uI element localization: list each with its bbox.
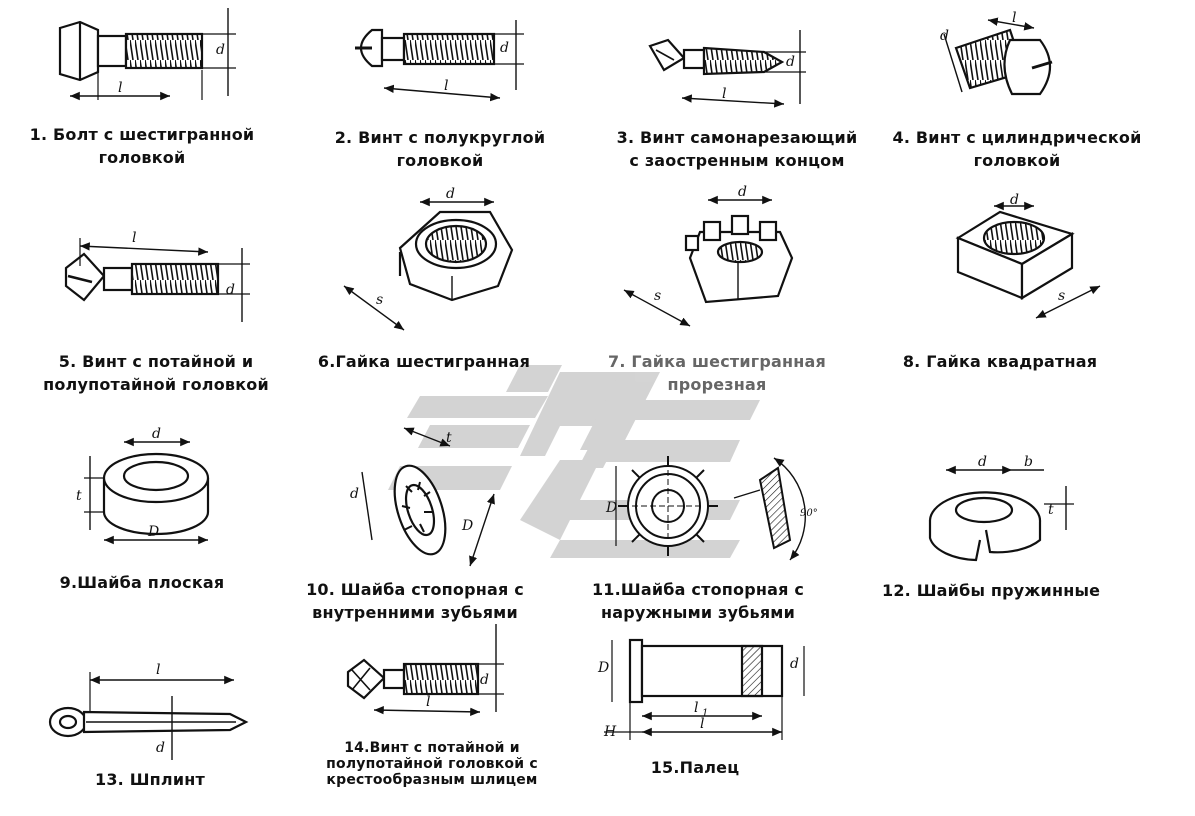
spring-washer-drawing (928, 465, 1074, 562)
cotter-pin-drawing (48, 672, 249, 760)
caption-line: 4. Винт с цилиндрической (892, 128, 1142, 147)
caption-line: 13. Шплинт (95, 770, 205, 789)
dim-label-l1: l (694, 700, 698, 716)
caption-line: полупотайной головкой с (326, 756, 538, 772)
dim-label-s: s (376, 292, 383, 308)
cylinder-head-screw-drawing (943, 17, 1053, 96)
caption-line: головкой (98, 148, 186, 167)
caption-3: 3. Винт самонарезающий с заостренным кон… (612, 126, 862, 172)
dim-label-D: D (461, 518, 473, 534)
dim-label-d: d (216, 42, 225, 58)
caption-line: 12. Шайбы пружинные (882, 581, 1101, 600)
caption-line: 14.Винт с потайной и (344, 740, 520, 756)
caption-line: наружными зубьями (600, 603, 796, 622)
dim-label-t: t (76, 488, 82, 504)
caption-line: 3. Винт самонарезающий (616, 128, 858, 147)
dim-label-l: l (444, 78, 448, 94)
dim-label-d: d (940, 28, 949, 44)
dim-label-d: d (790, 656, 799, 672)
caption-13: 13. Шплинт (90, 768, 210, 791)
caption-line: 8. Гайка квадратная (902, 352, 1098, 371)
dim-label-d: d (1010, 192, 1019, 208)
dim-label-s: s (654, 288, 661, 304)
external-tooth-washer-drawing (615, 456, 806, 561)
round-head-screw-drawing (355, 20, 524, 102)
pin-drawing (604, 638, 805, 740)
caption-11: 11.Шайба стопорная с наружными зубьями (582, 578, 814, 624)
caption-12: 12. Шайбы пружинные (882, 579, 1100, 602)
internal-tooth-washer-drawing (361, 427, 495, 567)
dim-label-t: t (1048, 502, 1054, 518)
dim-label-d: d (500, 40, 509, 56)
caption-line: 6.Гайка шестигранная (317, 352, 531, 371)
caption-line: внутренними зубьями (312, 603, 518, 622)
dim-label-d: d (446, 186, 455, 202)
caption-line: 15.Палец (650, 758, 740, 777)
caption-14: 14.Винт с потайной и полупотайной головк… (316, 740, 548, 788)
hex-nut-drawing (343, 197, 514, 331)
caption-line: полупотайной головкой (43, 375, 269, 394)
dim-label-l: l (1012, 10, 1016, 26)
caption-7: 7. Гайка шестигранная прорезная (604, 350, 830, 396)
caption-line: прорезная (667, 375, 767, 394)
caption-line: головкой (973, 151, 1061, 170)
dim-label-D: D (597, 660, 609, 676)
dim-label-H: H (603, 724, 617, 740)
dim-label-d: d (156, 740, 165, 756)
dim-label-D: D (147, 524, 159, 540)
dim-label-l: l (722, 86, 726, 102)
dim-label-l: l (132, 230, 136, 246)
dim-label-b: b (1024, 454, 1033, 470)
dim-label-angle: 90° (800, 508, 818, 519)
caption-line: 10. Шайба стопорная с (306, 580, 524, 599)
caption-line: крестообразным шлицем (326, 772, 538, 788)
caption-line: головкой (396, 151, 484, 170)
countersunk-screw-drawing (64, 238, 250, 322)
dim-label-s: s (1058, 288, 1065, 304)
caption-line: 7. Гайка шестигранная (607, 352, 826, 371)
flat-washer-drawing (84, 437, 210, 545)
dim-label-d: d (738, 184, 747, 200)
dim-label-d: d (152, 426, 161, 442)
caption-line: 2. Винт с полукруглой (334, 128, 546, 147)
dim-label-l: l (156, 662, 160, 678)
dim-label-l: l (118, 80, 122, 96)
hex-bolt-drawing (58, 8, 236, 101)
cross-recess-screw-drawing (346, 624, 504, 717)
self-tapping-screw-drawing (648, 30, 806, 108)
caption-2: 2. Винт с полукруглой головкой (330, 126, 550, 172)
dim-label-d: d (350, 486, 359, 502)
dim-label-D: D (605, 500, 617, 516)
caption-line: 5. Винт с потайной и (58, 352, 254, 371)
caption-8: 8. Гайка квадратная (900, 350, 1100, 373)
caption-9: 9.Шайба плоская (54, 571, 230, 594)
dim-label-d: d (226, 282, 235, 298)
square-nut-drawing (955, 201, 1101, 319)
caption-line: 11.Шайба стопорная с (591, 580, 805, 599)
dim-label-l: l (700, 716, 704, 732)
caption-line: 1. Болт с шестигранной (29, 125, 255, 144)
dim-label-l: l (426, 694, 430, 710)
dim-label-d: d (786, 54, 795, 70)
castle-nut-drawing (623, 195, 794, 327)
dim-label-l1-sub: 1 (702, 708, 708, 719)
caption-10: 10. Шайба стопорная с внутренними зубьям… (298, 578, 532, 624)
caption-6: 6.Гайка шестигранная (316, 350, 532, 373)
dim-label-d: d (480, 672, 489, 688)
dim-label-d: d (978, 454, 987, 470)
dim-label-t: t (446, 430, 452, 446)
caption-line: с заостренным концом (629, 151, 845, 170)
caption-5: 5. Винт с потайной и полупотайной головк… (34, 350, 278, 396)
caption-15: 15.Палец (640, 756, 750, 779)
caption-line: 9.Шайба плоская (59, 573, 225, 592)
caption-4: 4. Винт с цилиндрической головкой (888, 126, 1146, 172)
caption-1: 1. Болт с шестигранной головкой (26, 123, 258, 169)
